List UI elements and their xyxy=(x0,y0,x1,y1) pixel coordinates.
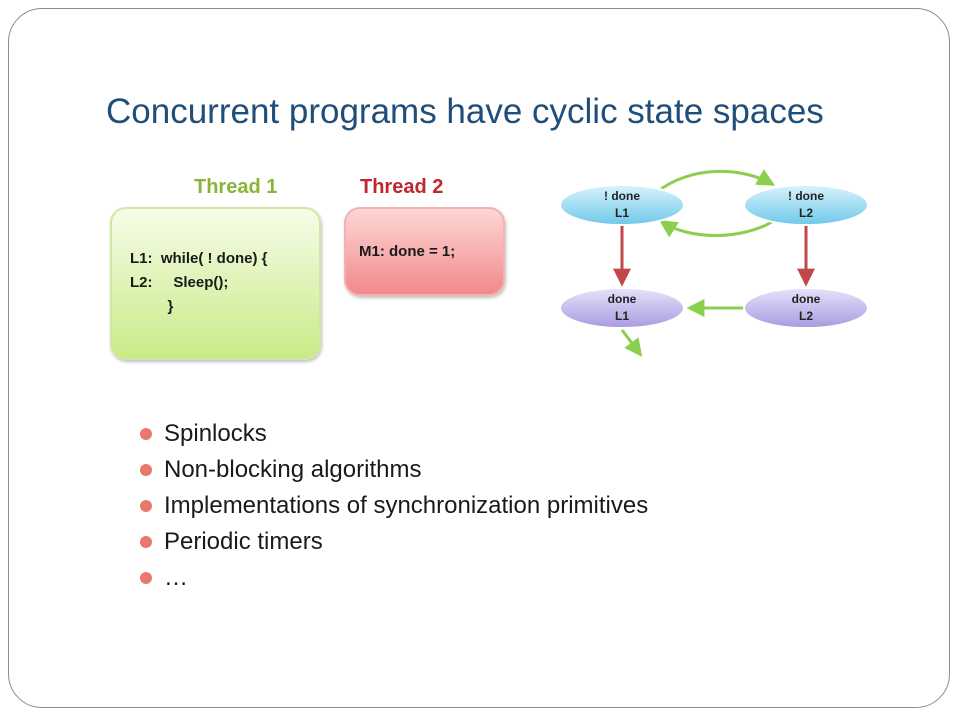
slide-title: Concurrent programs have cyclic state sp… xyxy=(106,92,824,131)
bullet-dot-icon xyxy=(140,572,152,584)
bullet-item: … xyxy=(140,561,648,597)
thread-2-label: Thread 2 xyxy=(360,176,444,198)
thread-2-code-box xyxy=(344,207,505,296)
thread-1-label: Thread 1 xyxy=(194,176,278,198)
bullet-text: Non-blocking algorithms xyxy=(164,456,422,483)
bullet-dot-icon xyxy=(140,464,152,476)
bullet-dot-icon xyxy=(140,500,152,512)
bullet-item: Spinlocks xyxy=(140,417,648,453)
thread-1-code: L1: while( ! done) { L2: Sleep(); } xyxy=(130,250,268,315)
bullet-dot-icon xyxy=(140,428,152,440)
bullet-item: Non-blocking algorithms xyxy=(140,453,648,489)
bullet-text: Periodic timers xyxy=(164,528,323,555)
thread-1-code-box xyxy=(110,207,321,360)
bullet-item: Implementations of synchronization primi… xyxy=(140,489,648,525)
bullet-dot-icon xyxy=(140,536,152,548)
bullet-text: Implementations of synchronization primi… xyxy=(164,492,649,519)
thread-2-code: M1: done = 1; xyxy=(359,243,456,260)
bullet-text: Spinlocks xyxy=(164,420,267,447)
bullet-item: Periodic timers xyxy=(140,525,648,561)
bullet-list: Spinlocks Non-blocking algorithms Implem… xyxy=(140,417,648,597)
bullet-text: … xyxy=(164,564,188,591)
slide-frame xyxy=(8,8,950,708)
